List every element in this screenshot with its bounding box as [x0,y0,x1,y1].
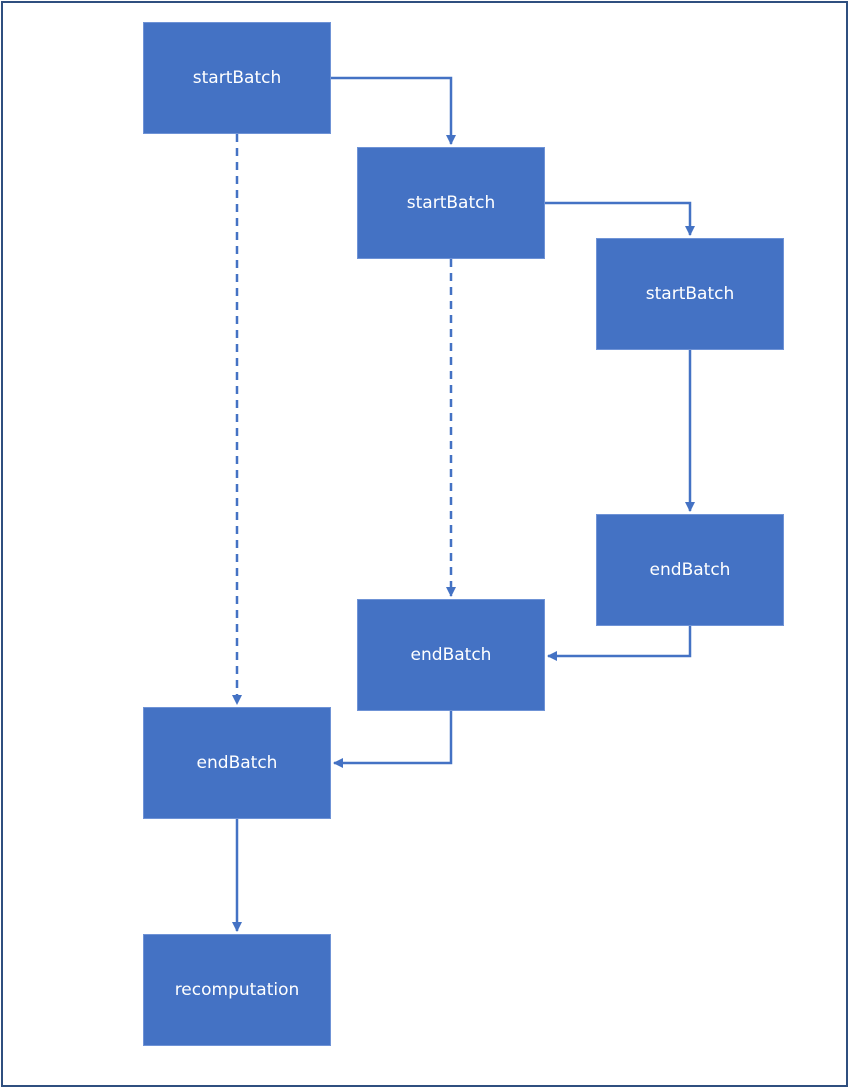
start-batch-label-1: startBatch [192,68,282,88]
end-batch-label-3: endBatch [649,560,731,580]
edge-startbatch1-to-startbatch2 [331,76,456,145]
edge-endbatch3-to-endbatch2 [547,626,692,661]
start-batch-node-3: startBatch [596,238,784,350]
edge-startbatch2-to-startbatch3 [545,201,695,236]
end-batch-node-3: endBatch [596,514,784,626]
start-batch-label-3: startBatch [645,284,735,304]
end-batch-node-1: endBatch [143,707,331,819]
start-batch-node-2: startBatch [357,147,545,259]
end-batch-label-1: endBatch [196,753,278,773]
start-batch-label-2: startBatch [406,193,496,213]
recomputation-label: recomputation [174,980,300,1000]
start-batch-node-1: startBatch [143,22,331,134]
edge-endbatch2-to-endbatch1 [333,711,453,768]
recomputation-node: recomputation [143,934,331,1046]
end-batch-label-2: endBatch [410,645,492,665]
end-batch-node-2: endBatch [357,599,545,711]
